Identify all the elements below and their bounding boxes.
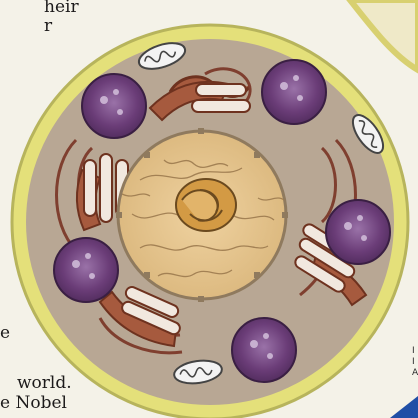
purple-organelle-top-right: [262, 60, 326, 124]
purple-organelle-right: [326, 200, 390, 264]
purple-organelle-top-left: [82, 74, 146, 138]
blue-shape-corner: [390, 396, 418, 418]
purple-organelle-bottom-right: [232, 318, 296, 382]
neighbor-cell-outline: [350, 0, 418, 70]
purple-organelle-left: [54, 238, 118, 302]
nucleolus: [176, 179, 236, 231]
